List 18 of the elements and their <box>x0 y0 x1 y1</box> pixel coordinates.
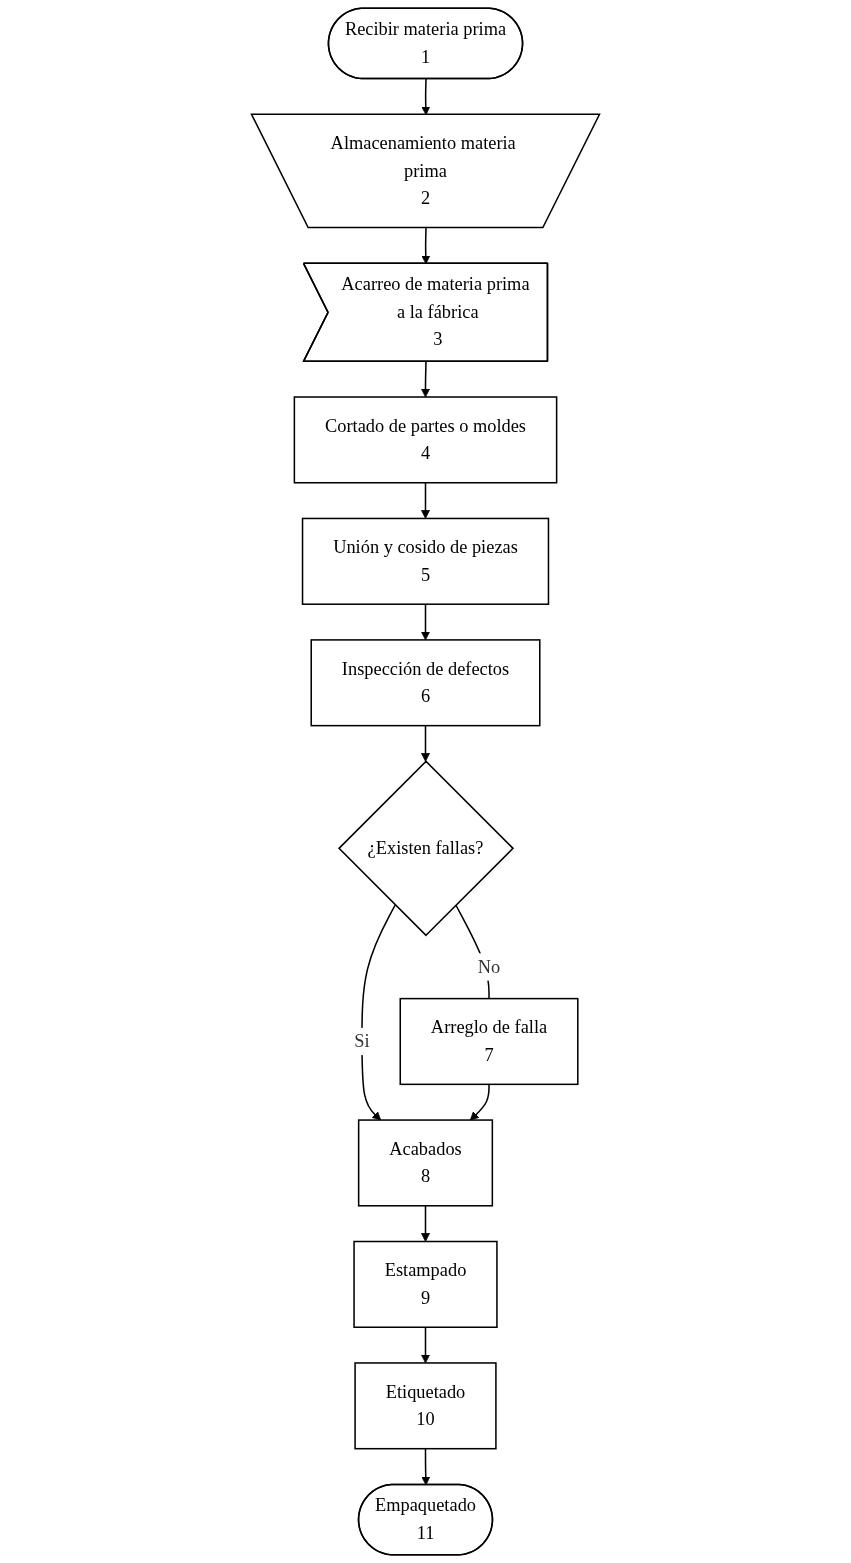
node-box: Acabados 8 <box>357 1119 494 1207</box>
arrow <box>421 1326 430 1364</box>
edge-label: No <box>477 956 501 977</box>
arrow <box>421 361 430 398</box>
arrow <box>421 1205 430 1242</box>
node-box: Inspección de defectos 6 <box>310 639 541 727</box>
node-box: Etiquetado 10 <box>354 1362 497 1450</box>
arrow <box>421 1447 431 1486</box>
node-box: Unión y cosido de piezas 5 <box>301 517 550 605</box>
node-diamond: ¿Existen fallas? <box>337 760 515 937</box>
arrow <box>469 1083 490 1121</box>
node-box: Cortado de partes o moldes 4 <box>293 396 558 484</box>
node-box: Estampado 9 <box>353 1240 498 1328</box>
arrow <box>421 603 430 641</box>
arrow <box>421 724 430 762</box>
edge-label: Si <box>354 1030 370 1052</box>
arrow <box>421 481 430 519</box>
node-box: Arreglo de falla 7 <box>399 997 579 1086</box>
